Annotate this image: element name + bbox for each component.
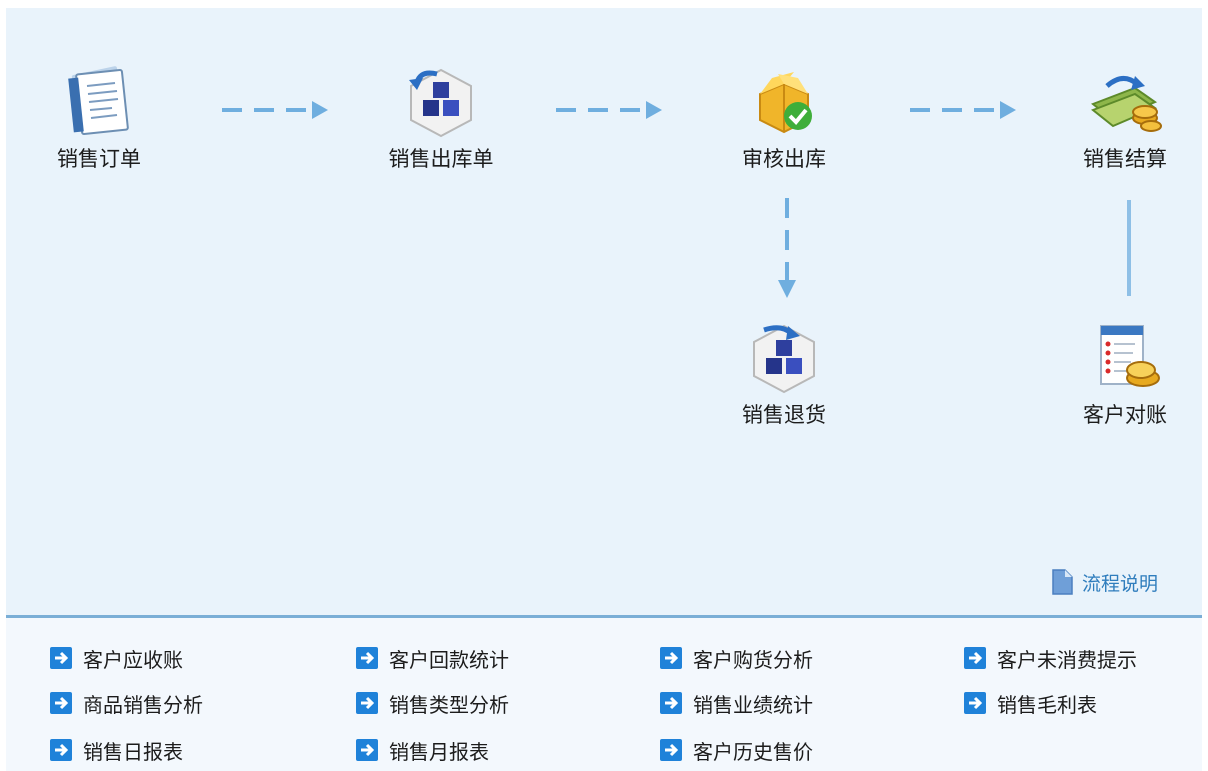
return-cubes-icon [753,324,815,394]
process-explanation-label: 流程说明 [1082,572,1159,595]
settlement-money-icon [1091,76,1162,132]
node-sales-outbound[interactable]: 销售出库单 [366,64,516,172]
report-links-panel [6,618,1202,771]
link-label: 销售业绩统计 [693,692,813,717]
node-customer-reconciliation[interactable]: 客户对账 [1050,320,1200,428]
link-customer-inactive-alert[interactable]: 客户未消费提示 [964,643,1137,673]
node-label: 审核出库 [742,147,826,171]
arrow-right-icon [964,647,986,669]
link-product-sales-analysis[interactable]: 商品销售分析 [50,688,203,718]
link-label: 客户历史售价 [693,739,813,764]
node-label: 销售结算 [1083,147,1167,171]
link-sales-type-analysis[interactable]: 销售类型分析 [356,688,509,718]
link-label: 客户购货分析 [693,647,813,672]
document-icon [1052,569,1073,595]
link-label: 销售毛利表 [997,692,1097,717]
link-sales-performance-stats[interactable]: 销售业绩统计 [660,688,813,718]
link-label: 销售日报表 [83,739,183,764]
link-label: 销售类型分析 [389,692,509,717]
link-customer-payment-stats[interactable]: 客户回款统计 [356,643,509,673]
audit-box-icon [759,72,812,134]
arrow-right-icon [660,647,682,669]
arrow-right-icon [964,692,986,714]
arrow-right-icon [50,692,72,714]
node-audit-outbound[interactable]: 审核出库 [709,64,859,172]
link-sales-monthly-report[interactable]: 销售月报表 [356,735,489,765]
reconciliation-coins-icon [1100,325,1160,387]
arrow-right-icon [50,647,72,669]
node-label: 销售出库单 [388,147,494,171]
arrow-right-icon [356,692,378,714]
node-label: 客户对账 [1083,403,1167,427]
flow-arrow-order-to-outbound [222,101,328,119]
node-sales-order[interactable]: 销售订单 [24,64,174,172]
node-label: 销售订单 [57,147,141,171]
link-label: 销售月报表 [389,739,489,764]
arrow-right-icon [50,739,72,761]
node-sales-return[interactable]: 销售退货 [709,320,859,428]
flow-arrow-outbound-to-audit [556,101,662,119]
sales-order-document-icon [68,66,129,136]
link-label: 客户未消费提示 [997,647,1137,672]
arrow-right-icon [660,692,682,714]
arrow-right-icon [660,739,682,761]
arrow-right-icon [356,647,378,669]
flow-arrow-audit-to-return [778,198,796,298]
node-label: 销售退货 [742,403,826,427]
link-sales-daily-report[interactable]: 销售日报表 [50,735,183,765]
link-customer-receivables[interactable]: 客户应收账 [50,643,183,673]
link-sales-gross-profit[interactable]: 销售毛利表 [964,688,1097,718]
flow-arrow-audit-to-settlement [910,101,1016,119]
link-customer-price-history[interactable]: 客户历史售价 [660,735,813,765]
link-label: 客户应收账 [83,647,183,672]
node-sales-settlement[interactable]: 销售结算 [1050,64,1200,172]
section-divider [6,615,1202,618]
arrow-right-icon [356,739,378,761]
flow-line-settlement-to-reconciliation [1127,200,1131,296]
process-explanation-link[interactable]: 流程说明 [1050,568,1158,596]
link-label: 客户回款统计 [389,647,509,672]
link-customer-purchase-analysis[interactable]: 客户购货分析 [660,643,813,673]
outbound-cubes-icon [409,68,472,138]
link-label: 商品销售分析 [83,692,203,717]
